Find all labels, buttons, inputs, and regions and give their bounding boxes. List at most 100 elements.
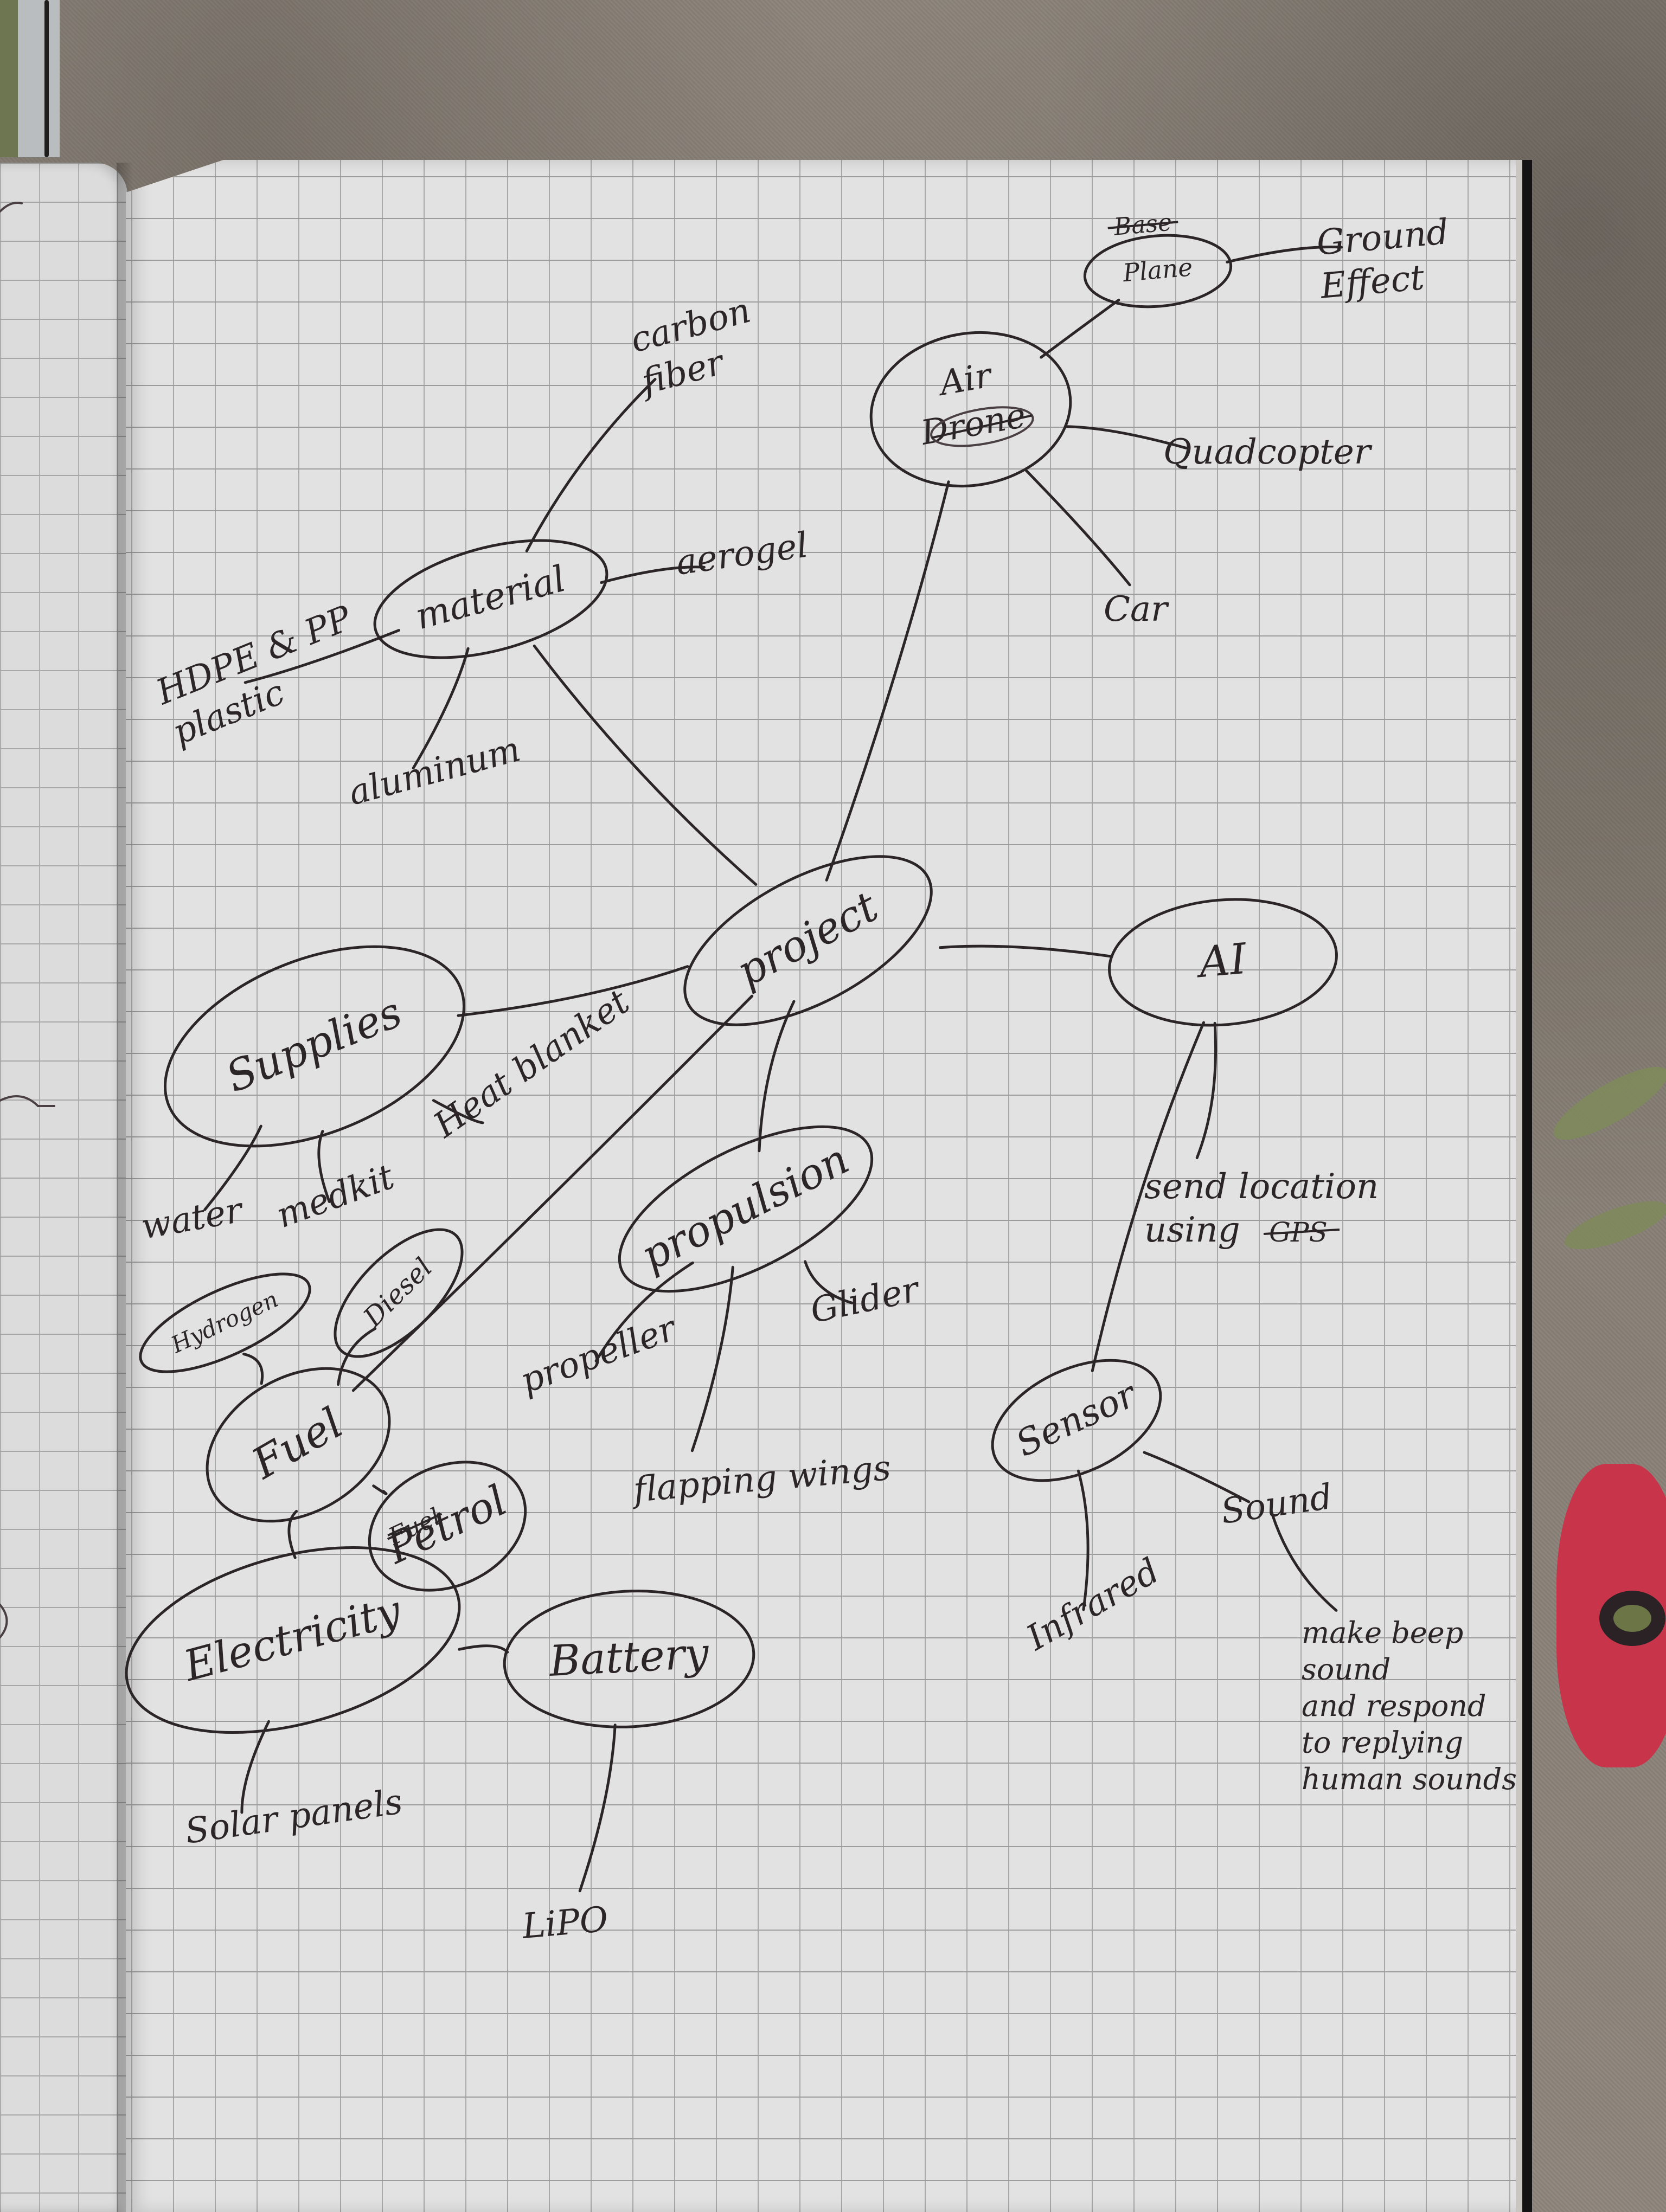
node-sensor-outline xyxy=(991,1359,1162,1482)
leaf-medkit[interactable]: medkit xyxy=(271,1157,400,1236)
edge-fuel-petrol xyxy=(372,1484,388,1495)
leaf-quadcopter[interactable]: Quadcopter xyxy=(1163,432,1373,472)
strikethrough xyxy=(1107,221,1178,229)
leaf-beep-note-line-1: sound xyxy=(1302,1652,1391,1687)
leaf-flapping-wings[interactable]: flapping wings xyxy=(630,1448,893,1511)
node-ai-label: AI xyxy=(1194,935,1250,988)
edge-sensor-infrared xyxy=(1077,1469,1090,1611)
edge-electricity-battery xyxy=(458,1644,509,1654)
edge-sound-beep-note xyxy=(1270,1511,1338,1612)
node-air-drone-label-struck: Drone xyxy=(918,395,1029,453)
edge-air-drone-quadcopter xyxy=(1065,425,1188,449)
scribble-out xyxy=(930,406,1034,447)
edge-project-propulsion xyxy=(758,1000,796,1153)
node-fuel[interactable]: Fuel xyxy=(180,1338,417,1553)
node-diesel-outline xyxy=(334,1228,464,1358)
left-page-mark xyxy=(0,1604,8,1638)
edge-project-air-drone xyxy=(825,480,950,882)
node-hydrogen-label: Hydrogen xyxy=(166,1285,282,1358)
leaf-car-line-0: Car xyxy=(1104,589,1169,629)
node-material[interactable]: material xyxy=(362,518,619,679)
node-ai[interactable]: AI xyxy=(1104,890,1342,1034)
edge-material-aerogel xyxy=(600,565,706,584)
leaf-solar-panels-line-0: Solar panels xyxy=(183,1782,405,1851)
edge-material-aluminum xyxy=(412,647,470,770)
leaf-sound[interactable]: Sound xyxy=(1219,1477,1335,1532)
leaf-aluminum-line-0: aluminum xyxy=(344,729,524,813)
leaf-send-location-line-0: send location xyxy=(1144,1167,1379,1207)
leaf-propeller[interactable]: propeller xyxy=(515,1308,683,1401)
leaf-solar-panels[interactable]: Solar panels xyxy=(183,1782,405,1851)
leaf-beep-note-line-4: human sounds xyxy=(1302,1762,1517,1796)
node-air-drone-outline xyxy=(869,331,1072,488)
node-ai-outline xyxy=(1108,898,1338,1027)
edge-electricity-solar-panels xyxy=(240,1720,271,1814)
strikethrough xyxy=(1263,1229,1340,1235)
edge-plane-ground-effect xyxy=(1226,246,1343,263)
node-propulsion-label: propulsion xyxy=(633,1135,856,1281)
edge-material-carbon-fiber xyxy=(525,378,657,552)
node-electricity-label: Electricity xyxy=(178,1586,407,1692)
left-page-mark xyxy=(0,1095,55,1107)
leaf-flapping-wings-line-0: flapping wings xyxy=(630,1448,893,1511)
leaf-infrared-line-0: Infrared xyxy=(1020,1551,1166,1659)
strikethrough xyxy=(387,1513,443,1540)
edge-ai-sensor xyxy=(1091,1021,1206,1372)
strikethrough xyxy=(931,414,1033,439)
edge-propulsion-glider xyxy=(804,1260,854,1304)
fabric-pattern-corner xyxy=(0,0,60,157)
leaf-lipo[interactable]: LiPO xyxy=(520,1899,610,1947)
leaf-ground-effect-line-1: Effect xyxy=(1318,258,1426,307)
leaf-beep-note-line-3: to replying xyxy=(1302,1726,1463,1760)
leaf-lipo-line-0: LiPO xyxy=(520,1899,610,1947)
node-sensor[interactable]: Sensor xyxy=(973,1336,1179,1505)
edge-fuel-electricity xyxy=(287,1509,298,1559)
node-material-label: material xyxy=(411,557,570,638)
leaf-aerogel[interactable]: aerogel xyxy=(674,525,810,583)
node-supplies[interactable]: Supplies xyxy=(136,907,493,1186)
node-project[interactable]: project xyxy=(659,822,957,1059)
leaf-car[interactable]: Car xyxy=(1104,589,1169,629)
edge-fuel-diesel xyxy=(337,1327,377,1386)
node-hydrogen[interactable]: Hydrogen xyxy=(128,1255,323,1391)
edge-propulsion-propeller xyxy=(594,1261,694,1362)
graph-paper-page xyxy=(126,160,1518,2212)
edge-project-ai xyxy=(938,944,1113,958)
leaf-ground-effect-line-0: Ground xyxy=(1315,212,1450,263)
leaf-infrared[interactable]: Infrared xyxy=(1020,1551,1166,1659)
leaf-aluminum[interactable]: aluminum xyxy=(344,729,524,813)
node-petrol-outline xyxy=(368,1461,527,1592)
edges-group xyxy=(203,246,1343,1893)
node-battery[interactable]: Battery xyxy=(501,1585,757,1733)
node-battery-label: Battery xyxy=(547,1629,710,1686)
node-plane-outline xyxy=(1083,234,1233,308)
node-supplies-outline xyxy=(164,945,465,1148)
left-notebook-page xyxy=(0,163,127,2212)
edge-fuel-hydrogen xyxy=(242,1353,264,1385)
edge-air-drone-car xyxy=(1024,469,1131,587)
leaf-quadcopter-line-0: Quadcopter xyxy=(1163,432,1373,472)
edge-ai-send-location xyxy=(1195,1021,1218,1160)
node-diesel[interactable]: Diesel xyxy=(314,1208,483,1377)
leaf-water[interactable]: water xyxy=(138,1190,247,1248)
node-electricity-outline xyxy=(125,1546,461,1734)
edge-propulsion-flapping-wings xyxy=(690,1265,734,1452)
node-petrol[interactable]: PetrolFuel xyxy=(349,1438,547,1615)
leaf-water-line-0: water xyxy=(138,1190,247,1248)
node-air-drone-label: Air xyxy=(934,355,996,404)
edge-supplies-water xyxy=(203,1124,262,1211)
edge-battery-lipo xyxy=(578,1724,617,1893)
page-edge xyxy=(1516,160,1532,2212)
leaf-glider-line-0: Glider xyxy=(807,1269,924,1332)
leaf-glider[interactable]: Glider xyxy=(807,1269,924,1332)
node-propulsion-outline xyxy=(618,1125,874,1293)
leaf-aerogel-line-0: aerogel xyxy=(674,525,810,583)
